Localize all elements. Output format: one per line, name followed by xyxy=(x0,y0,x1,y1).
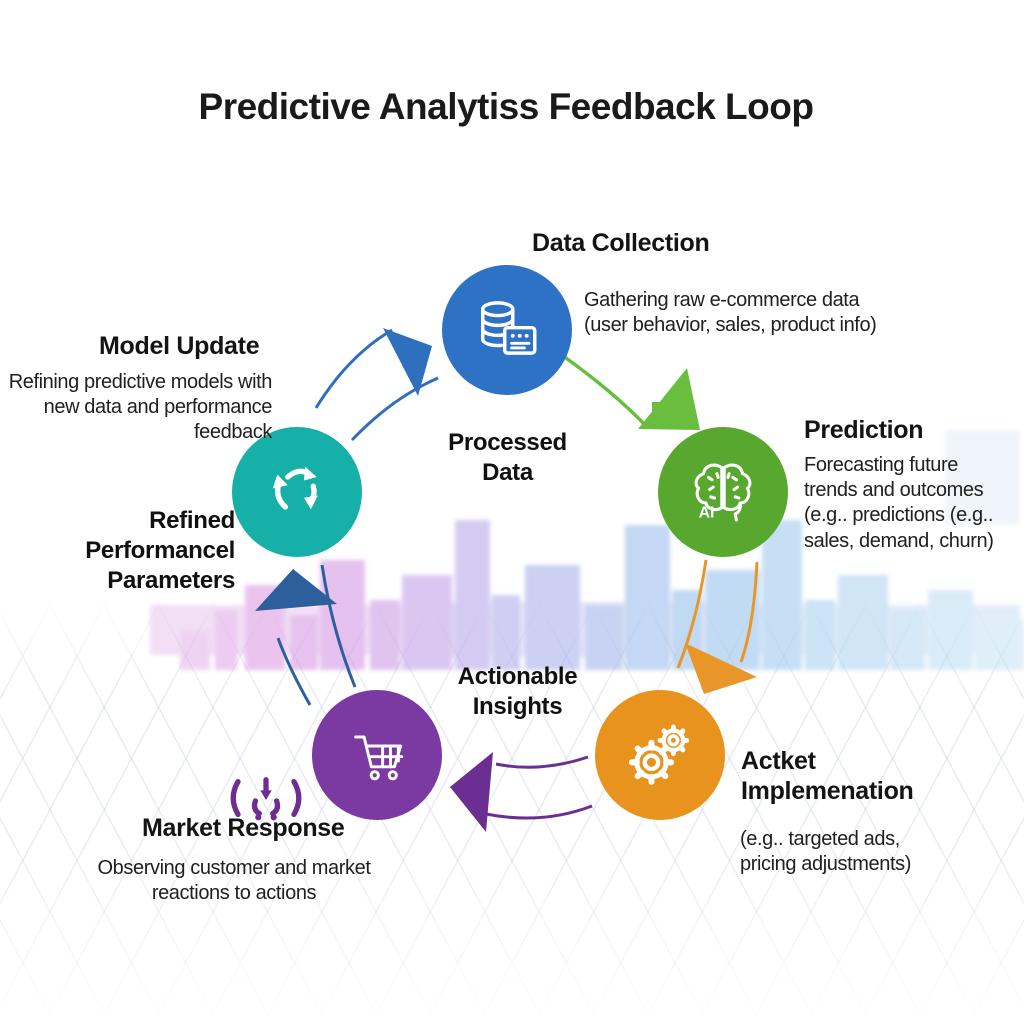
model-update-description: Refining predictive models with new data… xyxy=(8,371,273,444)
arrow-data-to-prediction xyxy=(550,346,700,430)
action-implementation-description: (e.g.. targeted ads, pricing adjustments… xyxy=(740,828,911,876)
model-update-title: Model Update xyxy=(99,332,260,360)
node-data-collection-circle xyxy=(442,265,572,395)
node-action-implementation-circle xyxy=(595,690,725,820)
gears-icon xyxy=(628,724,690,785)
data-collection-description: Gathering raw e-commerce data (user beha… xyxy=(584,289,877,337)
prediction-title: Prediction xyxy=(804,416,924,444)
action-implementation-title: Actket Implemenation xyxy=(741,747,914,805)
market-response-description: Observing customer and market reactions … xyxy=(97,857,371,905)
market-response-title: Market Response xyxy=(142,814,345,842)
data-collection-title: Data Collection xyxy=(532,229,710,257)
node-model-update-circle xyxy=(232,427,362,557)
market-response-decoration-icon xyxy=(230,777,302,821)
flow-label-processed-data: Processed Data xyxy=(448,429,567,486)
flow-label-actionable-insights: Actionable Insights xyxy=(457,663,578,720)
prediction-description: Forecasting future trends and outcomes (… xyxy=(804,454,994,552)
refresh-cycle-icon xyxy=(272,466,318,510)
diagram-title: Predictive Analytiss Feedback Loop xyxy=(198,86,814,127)
flow-label-refined-parameters: Refined Performancel Parameters xyxy=(85,507,235,594)
shopping-cart-icon xyxy=(354,735,404,781)
node-market-response-circle xyxy=(312,690,442,820)
node-prediction-circle: AI xyxy=(658,427,788,557)
ai-brain-icon: AI xyxy=(694,463,752,522)
database-icon xyxy=(480,301,537,355)
ai-badge: AI xyxy=(699,505,715,522)
